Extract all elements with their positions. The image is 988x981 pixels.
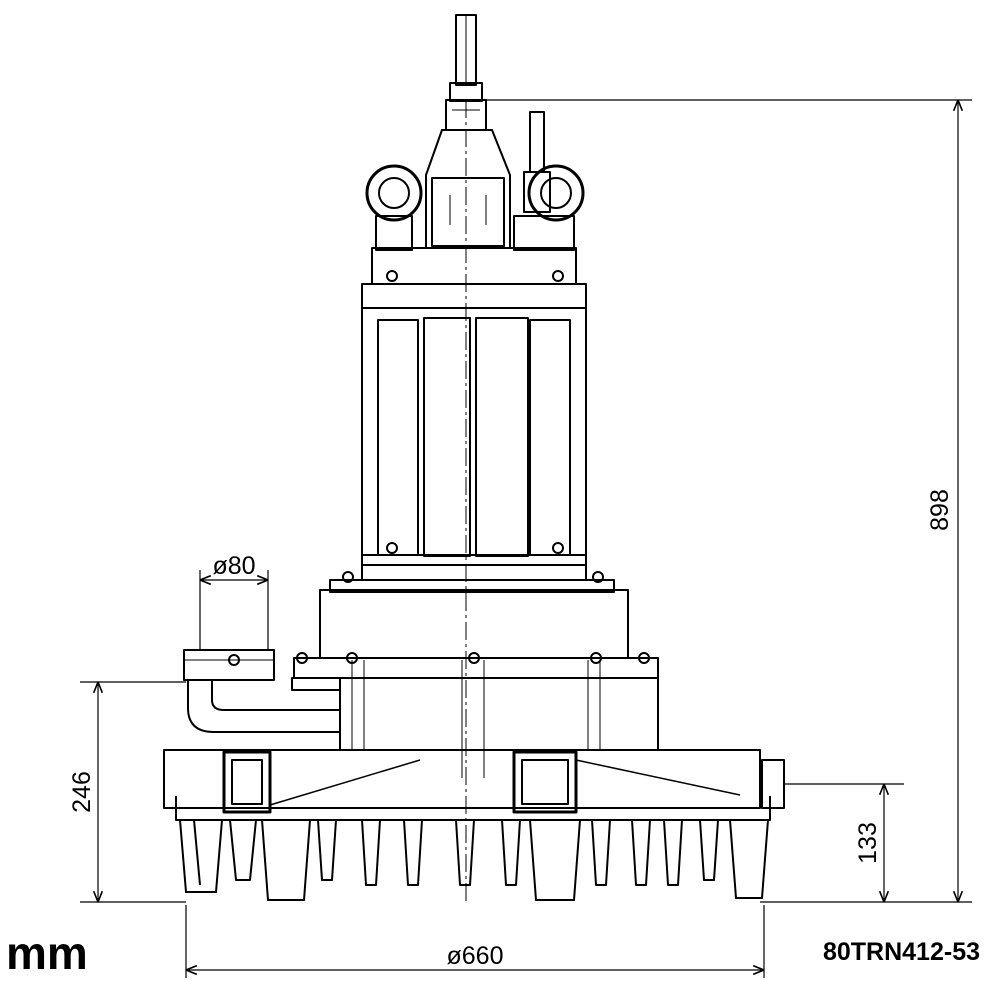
motor-frame: [361, 307, 587, 581]
pump-casing: [293, 652, 659, 778]
dimension-label-phi660: ø660: [447, 942, 504, 970]
dimension-outlet-diameter: [199, 570, 269, 650]
dimension-label-133: 133: [854, 822, 882, 864]
unit-label: mm: [6, 927, 88, 979]
top-plate: [371, 247, 577, 285]
model-number: 80TRN412-53: [822, 938, 980, 966]
pump-base: [163, 749, 785, 821]
dimension-label-phi80: ø80: [212, 552, 255, 580]
lifting-eye-left: [365, 164, 423, 251]
lifting-eye-right: [513, 164, 585, 251]
dimension-outlet-height: [80, 681, 186, 903]
dimension-label-898: 898: [926, 489, 954, 531]
discharge-outlet: [183, 649, 341, 733]
dimension-label-246: 246: [68, 771, 96, 813]
dimension-base-diameter: [185, 905, 765, 978]
dimension-height-total: [486, 99, 972, 903]
strainer-fins: [179, 819, 769, 901]
dimension-side-height: [784, 783, 904, 902]
bearing-housing: [319, 571, 629, 659]
cable-gland-housing: [425, 129, 511, 249]
